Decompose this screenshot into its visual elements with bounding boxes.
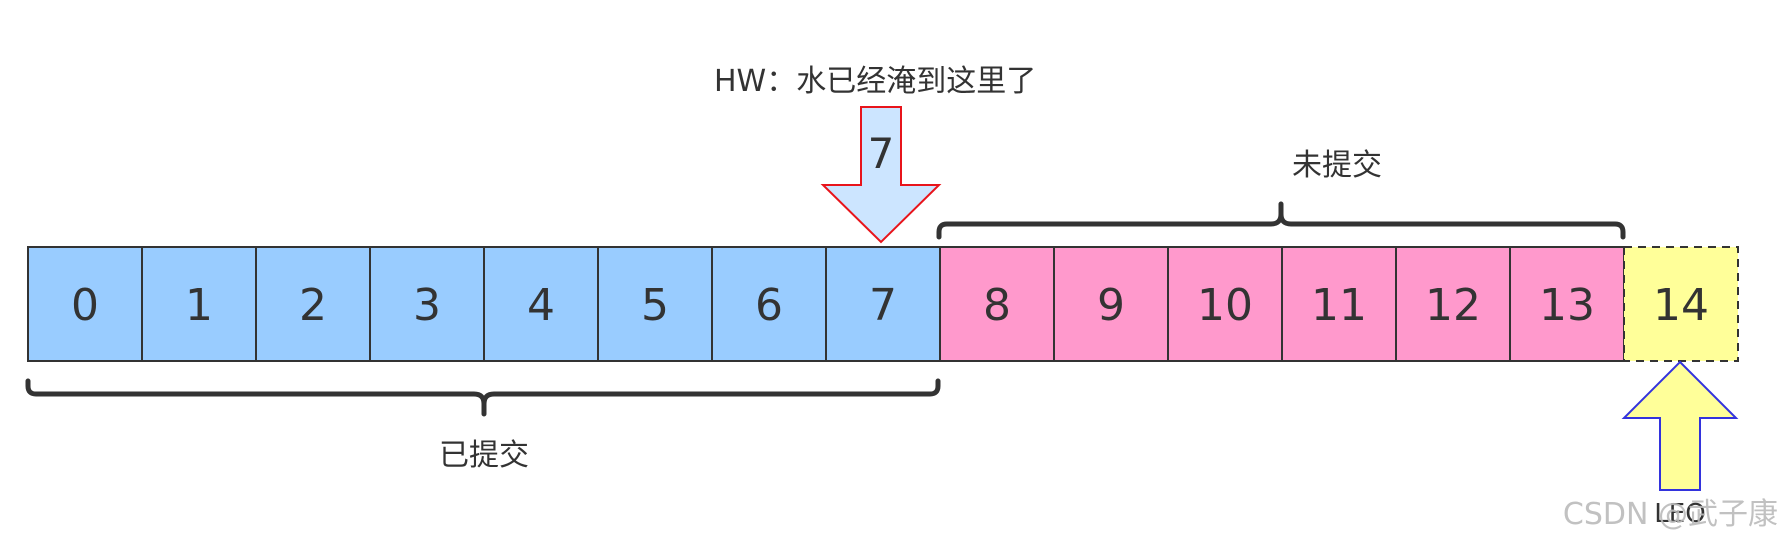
- log-cell-label: 8: [983, 280, 1011, 331]
- log-cell-7: [825, 246, 941, 362]
- log-cell-label: 13: [1539, 280, 1595, 331]
- log-cell-label: 4: [527, 280, 555, 331]
- hw-down-arrow-icon: [820, 106, 942, 244]
- log-cell-6: [711, 246, 827, 362]
- log-cell-label: 2: [299, 280, 327, 331]
- committed-label: 已提交: [439, 438, 529, 473]
- log-cell-label: 14: [1653, 280, 1709, 331]
- log-cell-13: [1509, 246, 1625, 362]
- log-cell-label: 12: [1425, 280, 1481, 331]
- log-cell-8: [939, 246, 1055, 362]
- log-cell-14: [1623, 246, 1739, 362]
- log-cell-label: 6: [755, 280, 783, 331]
- log-cell-label: 7: [869, 280, 897, 331]
- log-cell-label: 0: [71, 280, 99, 331]
- leo-up-arrow-icon: [1621, 360, 1739, 491]
- log-cell-0: [27, 246, 143, 362]
- log-cell-2: [255, 246, 371, 362]
- log-cell-label: 1: [185, 280, 213, 331]
- log-cell-4: [483, 246, 599, 362]
- log-cell-label: 3: [413, 280, 441, 331]
- committed-brace: [25, 378, 941, 417]
- log-cell-12: [1395, 246, 1511, 362]
- leo-arrow: LEO: [1621, 360, 1739, 529]
- log-cell-1: [141, 246, 257, 362]
- log-cell-11: [1281, 246, 1397, 362]
- log-cell-label: 10: [1197, 280, 1253, 331]
- uncommitted-label: 未提交: [1292, 148, 1382, 183]
- leo-label: LEO: [1654, 499, 1705, 529]
- log-cell-label: 11: [1311, 280, 1367, 331]
- hw-value: 7: [868, 129, 895, 178]
- watermark: CSDN @武子康: [1563, 497, 1778, 532]
- log-cell-label: 5: [641, 280, 669, 331]
- log-cell-5: [597, 246, 713, 362]
- hw-arrow: 7: [820, 106, 942, 244]
- log-cell-label: 9: [1097, 280, 1125, 331]
- hw-label: HW：水已经淹到这里了: [714, 64, 1036, 99]
- uncommitted-brace: [936, 201, 1626, 240]
- log-cell-9: [1053, 246, 1169, 362]
